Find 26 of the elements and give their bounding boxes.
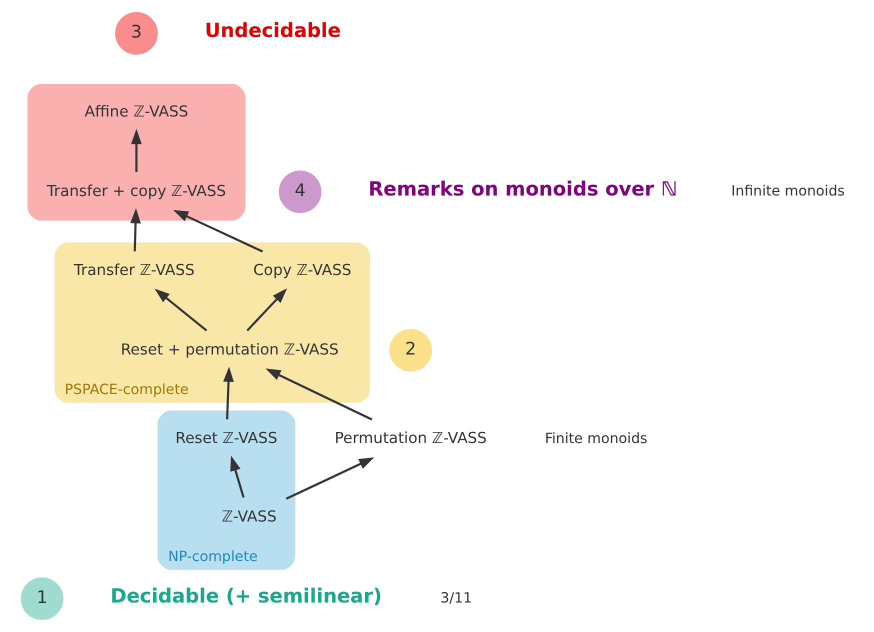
arrow — [131, 128, 142, 172]
label: 3/11 — [440, 590, 472, 606]
node-circle: 4 — [278, 170, 322, 214]
node-label: Decidable (+ semilinear) — [110, 584, 382, 608]
arrow — [130, 208, 141, 252]
arrow — [230, 456, 245, 498]
node-text: Affine ℤ-VASS — [84, 102, 188, 121]
label: Infinite monoids — [731, 184, 845, 200]
node-circle: 1 — [20, 577, 64, 620]
arrow — [246, 288, 288, 332]
arrow — [154, 288, 208, 332]
label: Finite monoids — [544, 430, 648, 447]
arrow — [223, 366, 234, 420]
node-text: Permutation ℤ-VASS — [334, 429, 487, 448]
node-circle: 2 — [389, 328, 432, 372]
arrow — [173, 210, 264, 252]
node-text: ℤ-VASS — [222, 507, 277, 526]
node-text: Copy ℤ-VASS — [253, 261, 352, 280]
node-text: Transfer + copy ℤ-VASS — [46, 182, 226, 200]
node-text: Transfer ℤ-VASS — [74, 261, 195, 280]
node-text: Reset + permutation ℤ-VASS — [120, 340, 339, 358]
node-circle: 3 — [115, 12, 158, 55]
node-text: Reset ℤ-VASS — [175, 429, 278, 448]
node-label: Undecidable — [204, 19, 341, 42]
node-label: Remarks on monoids over ℕ — [368, 178, 678, 200]
arrow — [265, 368, 372, 420]
